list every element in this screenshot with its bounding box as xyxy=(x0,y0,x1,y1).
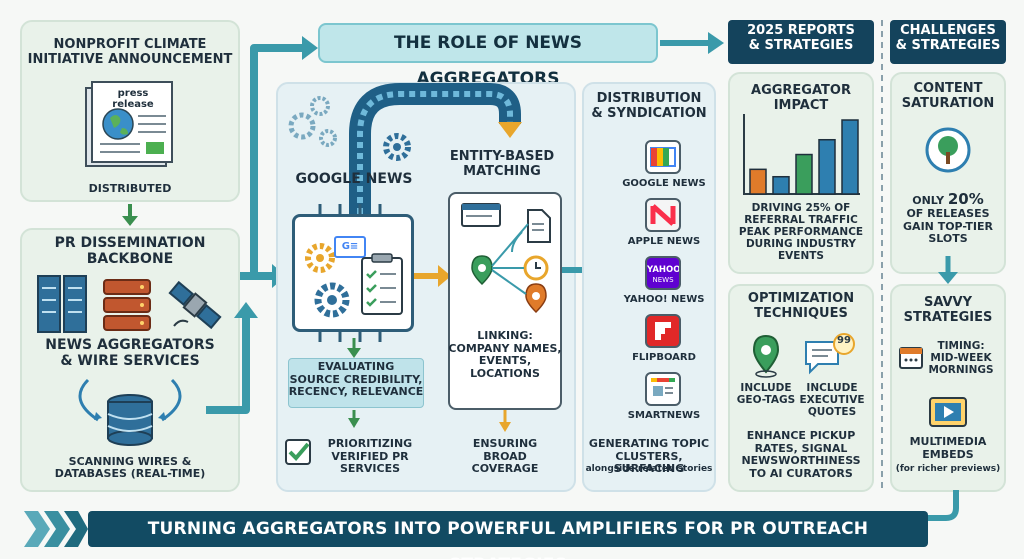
wire-service-icon xyxy=(103,279,151,331)
press-release-icon xyxy=(80,78,180,172)
outlet-label: YAHOO! NEWS xyxy=(623,294,705,305)
impact-bar-chart xyxy=(743,114,860,195)
challenges-header: CHALLENGES & STRATEGIES xyxy=(890,20,1006,64)
entity-diagram-icon xyxy=(461,203,551,314)
down-arrow-icon xyxy=(122,204,138,226)
optimization-panel xyxy=(728,284,874,492)
coverage-label: ENSURING BROAD COVERAGE xyxy=(471,437,539,476)
checklist-icon xyxy=(361,253,403,315)
page-title: THE ROLE OF NEWS AGGREGATORS xyxy=(318,23,658,89)
impact-title: AGGREGATOR IMPACT xyxy=(751,83,851,113)
distributed-label: DISTRIBUTED xyxy=(88,182,172,195)
chart-bar xyxy=(749,168,767,195)
yahoo-news-icon: YAHOO!NEWS xyxy=(645,256,681,290)
scanning-label: SCANNING WIRES & DATABASES (REAL-TIME) xyxy=(54,455,206,481)
flipboard-icon xyxy=(645,314,681,348)
flow-arrow-bottom-icon xyxy=(206,302,258,414)
announcement-title: NONPROFIT CLIMATE INITIATIVE ANNOUNCEMEN… xyxy=(27,37,233,67)
press-release-label: press release xyxy=(112,88,154,110)
smartnews-icon xyxy=(645,372,681,406)
savvy-title: SAVVY STRATEGIES xyxy=(903,295,993,325)
outlet-label: SMARTNEWS xyxy=(627,410,701,421)
bottom-banner: TURNING AGGREGATORS INTO POWERFUL AMPLIF… xyxy=(88,511,928,559)
outlet-label: APPLE NEWS xyxy=(627,236,701,247)
enhance-text: ENHANCE PICKUP RATES, SIGNAL NEWSWORTHIN… xyxy=(741,429,861,480)
server-icon xyxy=(37,275,87,333)
google-news-icon xyxy=(645,140,681,174)
outlet-label: FLIPBOARD xyxy=(632,352,696,363)
gear-icon xyxy=(383,133,411,161)
generating-label: GENERATING TOPIC CLUSTERS, SURFACING xyxy=(588,437,710,476)
chart-bar xyxy=(841,119,859,195)
calendar-icon xyxy=(899,347,923,369)
distribution-title: DISTRIBUTION & SYNDICATION xyxy=(591,91,707,121)
backbone-title: PR DISSEMINATION BACKBONE xyxy=(54,235,206,267)
geo-tags-label: INCLUDE GEO-TAGS xyxy=(736,382,796,407)
executive-quotes-label: INCLUDE EXECUTIVE QUOTES xyxy=(799,382,865,419)
optimization-title: OPTIMIZATION TECHNIQUES xyxy=(747,291,855,321)
gears-icon xyxy=(288,96,337,147)
column-divider xyxy=(881,20,883,490)
generating-sub: alongside related stories xyxy=(585,464,713,474)
check-icon xyxy=(285,439,311,465)
geo-tag-icon xyxy=(752,334,780,378)
bottom-connector-icon xyxy=(926,490,959,521)
satellite-icon xyxy=(168,280,222,330)
chart-bar xyxy=(818,138,836,195)
yahoo-logo-sub: NEWS xyxy=(652,275,674,284)
chip-to-entity-arrow-icon xyxy=(414,265,451,287)
entity-down-arrow-icon xyxy=(499,410,511,432)
google-news-title: GOOGLE NEWS xyxy=(295,171,413,187)
quote-bubble-icon xyxy=(805,333,855,375)
chip-down-arrow-icon xyxy=(347,338,361,358)
only-percent: 20% xyxy=(947,190,984,208)
outlet-label: GOOGLE NEWS xyxy=(622,178,706,189)
chart-bar xyxy=(795,153,813,195)
eval-down-arrow-icon xyxy=(348,410,360,428)
chart-bar xyxy=(772,175,790,195)
reports-header: 2025 REPORTS & STRATEGIES xyxy=(728,20,874,64)
only-line: ONLY 20% xyxy=(892,190,1004,208)
evaluating-box xyxy=(288,358,424,408)
saturation-title: CONTENT SATURATION xyxy=(901,81,995,111)
google-news-chip-icon: G≡ xyxy=(334,236,366,258)
chevrons-icon xyxy=(24,511,88,547)
tree-icon xyxy=(925,127,971,173)
video-icon xyxy=(929,397,967,427)
aggregators-label: NEWS AGGREGATORS & WIRE SERVICES xyxy=(45,337,215,369)
timing-label: TIMING: MID-WEEK MORNINGS xyxy=(928,340,994,377)
only-rest: OF RELEASES GAIN TOP-TIER SLOTS xyxy=(903,207,993,246)
quote-glyph: 99 xyxy=(837,335,851,346)
backbone-panel xyxy=(20,228,240,492)
multimedia-sub: (for richer previews) xyxy=(895,464,1001,474)
chip-gears-icon xyxy=(305,243,350,318)
only-prefix: ONLY xyxy=(912,194,948,207)
evaluating-label: EVALUATING SOURCE CREDIBILITY, RECENCY, … xyxy=(288,360,424,399)
prioritizing-label: PRIORITIZING VERIFIED PR SERVICES xyxy=(327,437,413,476)
multimedia-label: MULTIMEDIA EMBEDS xyxy=(909,435,987,461)
chip-pins-icon xyxy=(318,204,382,342)
apple-news-icon xyxy=(645,198,681,232)
entity-title: ENTITY-BASED MATCHING xyxy=(449,149,555,179)
pipeline-icon xyxy=(349,83,522,214)
title-to-reports-arrow-icon xyxy=(660,32,724,54)
linking-label: LINKING: COMPANY NAMES, EVENTS, LOCATION… xyxy=(448,329,562,380)
savvy-panel xyxy=(890,284,1006,492)
yahoo-logo-text: YAHOO! xyxy=(647,265,681,275)
database-icon xyxy=(78,378,182,446)
impact-text: DRIVING 25% OF REFERRAL TRAFFIC PEAK PER… xyxy=(738,202,864,263)
challenge-down-arrow-icon xyxy=(938,256,958,284)
